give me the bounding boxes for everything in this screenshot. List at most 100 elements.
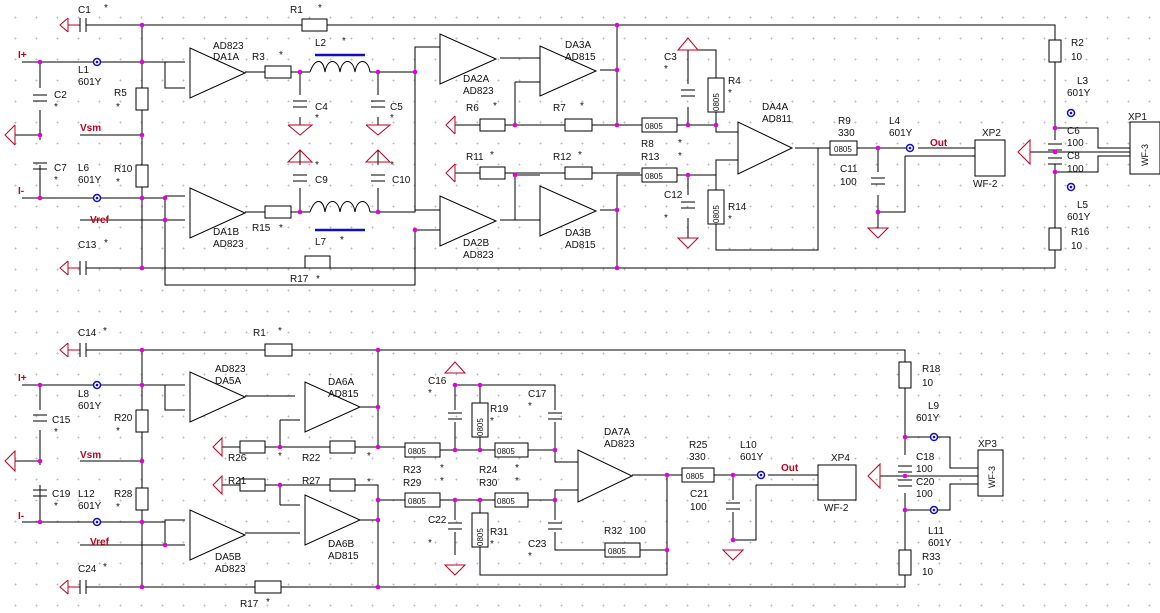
label-r32: R32 xyxy=(604,526,623,537)
star: * xyxy=(493,101,497,112)
star: * xyxy=(528,551,532,562)
ground-symbols-bottom xyxy=(4,342,881,595)
resistor-r9 xyxy=(829,140,858,156)
label-xp1: XP1 xyxy=(1128,112,1147,123)
inductors-top xyxy=(309,53,371,232)
value-l12: 601Y xyxy=(78,501,102,512)
label-l10: L10 xyxy=(740,440,757,451)
label-r17-top: R17 xyxy=(290,274,309,285)
resistor-r10 xyxy=(135,164,149,188)
resistor-r17-bottom xyxy=(254,580,282,594)
label-r15: R15 xyxy=(252,223,271,234)
opamps-bottom xyxy=(189,371,634,561)
label-c12: C12 xyxy=(664,190,683,201)
star: * xyxy=(678,151,682,162)
junctions-top xyxy=(37,22,1058,271)
part-da2a: AD823 xyxy=(463,86,494,97)
label-da2b: DA2B xyxy=(463,238,489,249)
opamp-da1b xyxy=(189,187,247,239)
resistor-r19 xyxy=(471,402,489,438)
label-da3b: DA3B xyxy=(565,228,591,239)
label-r18: R18 xyxy=(922,364,941,375)
resistor-r6 xyxy=(479,118,506,132)
label-c2: C2 xyxy=(54,90,67,101)
opamp-da7a xyxy=(577,449,634,503)
label-c1: C1 xyxy=(78,5,91,16)
part-da3b: AD815 xyxy=(565,240,596,251)
junctions-bottom xyxy=(37,347,908,590)
label-c16: C16 xyxy=(428,376,447,387)
star: * xyxy=(440,476,444,487)
star: * xyxy=(664,64,668,75)
label-c22: C22 xyxy=(428,515,447,526)
resistors-top xyxy=(135,18,1160,269)
star: * xyxy=(580,101,584,112)
star: * xyxy=(428,388,432,399)
label-l6: L6 xyxy=(78,163,90,174)
star: * xyxy=(340,235,344,246)
star: * xyxy=(279,223,283,234)
bottom-wires xyxy=(15,349,978,588)
pkg-r9: 0805 xyxy=(834,145,852,154)
value-c20: 100 xyxy=(916,489,933,500)
label-vsm-top: Vsm xyxy=(80,123,101,134)
resistor-r20 xyxy=(135,409,149,433)
label-c13: C13 xyxy=(78,240,97,251)
star: * xyxy=(428,538,432,549)
label-da1a: DA1A xyxy=(213,52,239,63)
label-xp2: XP2 xyxy=(982,128,1001,139)
label-r16: R16 xyxy=(1071,227,1090,238)
star: * xyxy=(116,177,120,188)
value-c6: 100 xyxy=(1067,138,1084,149)
part-da3a: AD815 xyxy=(565,52,596,63)
bottom-labels: C14 * R1 * I+ L8 601Y C15 * R20 * Vsm C1… xyxy=(18,326,997,610)
opamp-da3b xyxy=(539,185,598,237)
star: * xyxy=(278,451,282,462)
label-l7: L7 xyxy=(315,237,327,248)
resistor-r24 xyxy=(494,442,529,458)
label-vref-top: Vref xyxy=(90,215,110,226)
label-r30: R30 xyxy=(479,478,498,489)
star: * xyxy=(103,326,107,337)
value-r25: 330 xyxy=(689,452,706,463)
resistor-r22 xyxy=(329,440,356,454)
value-l10: 601Y xyxy=(740,452,764,463)
label-r7: R7 xyxy=(553,103,566,114)
connector-xp1 xyxy=(1129,121,1160,175)
label-c7: C7 xyxy=(54,163,67,174)
label-c19: C19 xyxy=(52,489,71,500)
connector-xp3 xyxy=(977,449,1004,497)
label-c9: C9 xyxy=(315,175,328,186)
value-l9: 601Y xyxy=(916,413,940,424)
label-l1: L1 xyxy=(78,65,90,76)
resistor-r2 xyxy=(1048,39,1062,63)
label-c20: C20 xyxy=(916,477,935,488)
label-l8: L8 xyxy=(78,389,90,400)
top-schematic: C1 * R1 * I+ L1 601Y C2 * R5 * Vsm C7 * … xyxy=(4,3,1160,286)
star: * xyxy=(490,150,494,161)
label-c6: C6 xyxy=(1067,126,1080,137)
value-c8: 100 xyxy=(1067,164,1084,175)
label-da7a: DA7A xyxy=(604,427,630,438)
label-r10: R10 xyxy=(114,164,133,175)
star: * xyxy=(490,416,494,427)
pkg-r14: 0805 xyxy=(712,205,721,223)
part-da2b: AD823 xyxy=(463,250,494,261)
label-c18: C18 xyxy=(916,452,935,463)
part-da6b: AD815 xyxy=(328,551,359,562)
resistor-r11 xyxy=(479,166,506,180)
label-l3: L3 xyxy=(1077,76,1089,87)
resistor-r13 xyxy=(641,167,678,183)
bottom-schematic: C14 * R1 * I+ L8 601Y C15 * R20 * Vsm C1… xyxy=(4,326,1004,610)
ferrite-beads-top xyxy=(92,57,1076,203)
label-r29: R29 xyxy=(403,478,422,489)
resistor-r29 xyxy=(404,492,441,508)
label-out-bottom: Out xyxy=(781,463,799,474)
value-r2: 10 xyxy=(1071,52,1083,63)
star: * xyxy=(390,113,394,124)
label-iminus-bottom: I- xyxy=(18,511,24,522)
star: * xyxy=(104,238,108,249)
label-r2: R2 xyxy=(1071,38,1084,49)
label-c17: C17 xyxy=(528,389,547,400)
value-r18: 10 xyxy=(922,378,934,389)
